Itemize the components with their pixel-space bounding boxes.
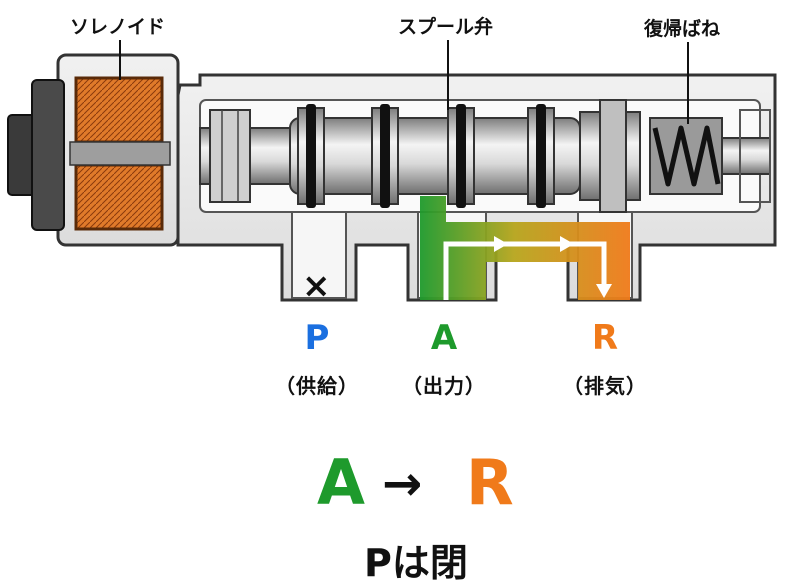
flow-from: A <box>317 446 365 519</box>
flow-arrow: → <box>382 456 423 512</box>
port-a-sub: （出力） <box>402 374 486 398</box>
port-r-sub: （排気） <box>563 374 647 398</box>
plunger <box>199 109 296 203</box>
port-a-letter: A <box>430 318 458 358</box>
flow-to: R <box>466 446 514 519</box>
port-r-letter: R <box>591 318 619 358</box>
spool <box>289 99 641 213</box>
return-spring-label: 復帰ばね <box>644 18 721 40</box>
blocked-mark: × <box>302 266 331 306</box>
status-caption: Pは閉 <box>364 541 468 585</box>
port-p-sub: （供給） <box>275 374 359 398</box>
spool-valve-label: スプール弁 <box>398 16 494 38</box>
solenoid-label: ソレノイド <box>70 16 166 38</box>
return-spring <box>649 109 771 203</box>
leader-lines <box>119 40 689 124</box>
flow-path <box>420 196 630 300</box>
solenoid <box>7 53 180 247</box>
port-p-letter: P <box>304 318 330 358</box>
